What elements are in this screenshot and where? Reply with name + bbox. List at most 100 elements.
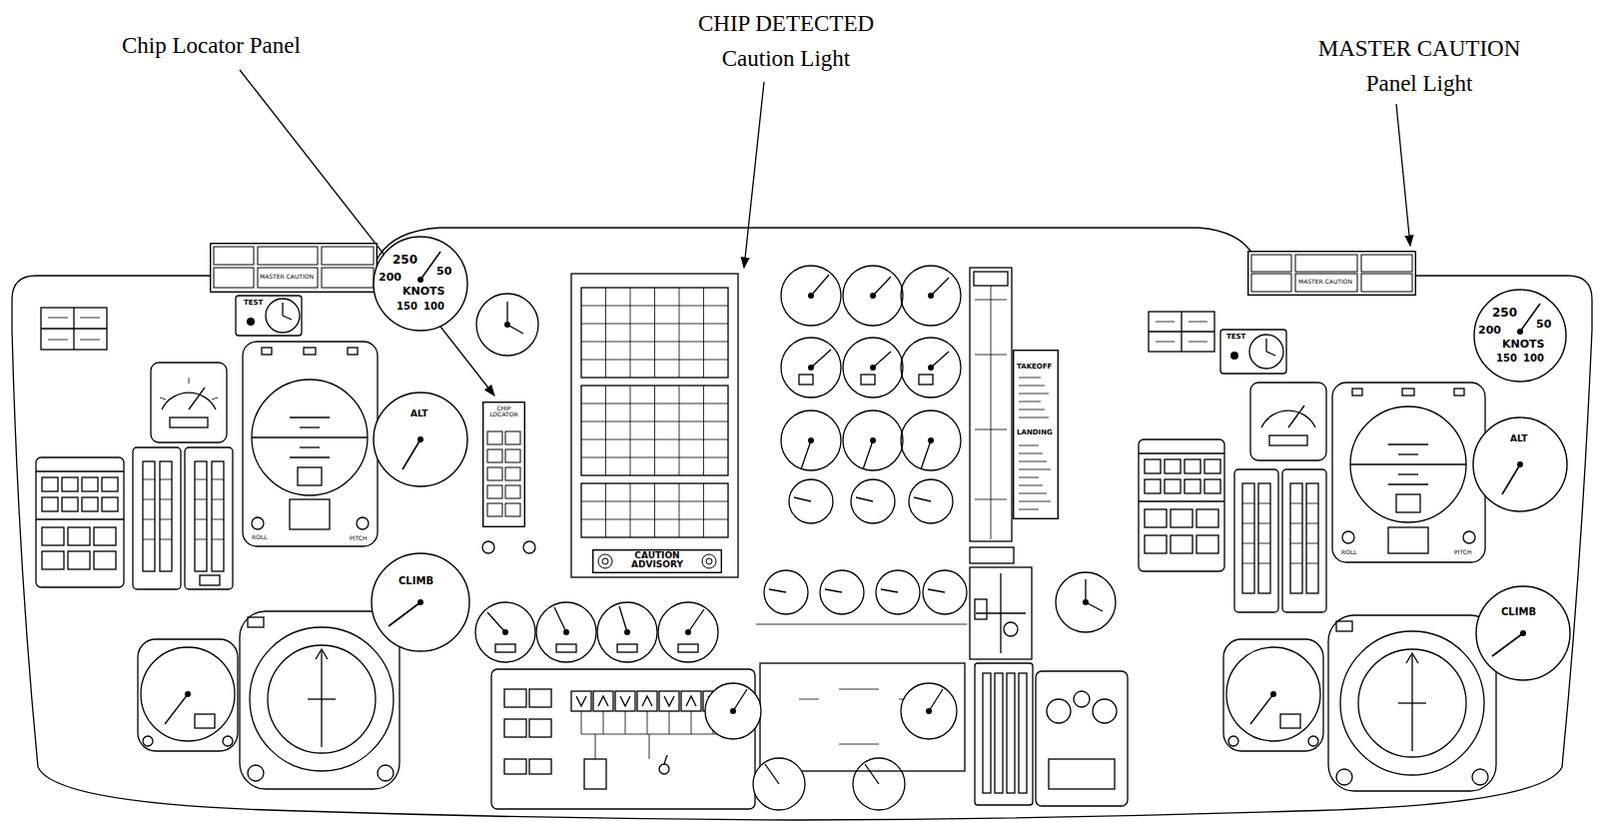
center-instruments xyxy=(824,589,842,593)
panel-detail xyxy=(487,449,503,463)
left-instruments xyxy=(164,694,188,725)
center-right-instruments xyxy=(969,567,1032,660)
node-shape xyxy=(373,236,468,331)
right-instruments xyxy=(1249,334,1284,369)
panel-detail xyxy=(1361,273,1413,292)
left-instruments xyxy=(142,479,224,540)
gauge-marking: 250 xyxy=(392,253,418,267)
vertical-speed-gauge: CLIMB xyxy=(370,552,471,653)
knob-label: PITCH xyxy=(1454,549,1472,556)
node-outline xyxy=(1475,585,1572,682)
left-instruments xyxy=(93,551,116,570)
right-instruments xyxy=(1242,483,1255,594)
center-instruments xyxy=(753,758,805,810)
center-left-instruments xyxy=(678,644,699,653)
center-left-instruments xyxy=(563,629,570,636)
left-instruments xyxy=(41,551,64,570)
center-left-instruments xyxy=(556,644,577,653)
right-instruments xyxy=(1258,483,1271,594)
center-instruments xyxy=(842,410,903,471)
panel-detail xyxy=(702,554,717,569)
node-shape xyxy=(371,553,470,652)
center-instruments xyxy=(842,265,903,326)
left-instruments xyxy=(41,527,64,546)
gauge-needle xyxy=(388,602,421,627)
center-instruments xyxy=(927,292,934,299)
left-instruments xyxy=(81,477,98,492)
right-instruments xyxy=(1220,329,1287,374)
panel-detail xyxy=(1018,445,1039,447)
vertical-speed-gauge: CLIMB xyxy=(1475,585,1572,682)
right-instruments xyxy=(1230,351,1239,360)
panel-detail xyxy=(505,449,521,463)
center-instruments xyxy=(900,410,961,471)
center-left-instruments xyxy=(475,602,536,663)
center-right-instruments xyxy=(1092,699,1117,724)
node-shape xyxy=(210,243,378,293)
right-instruments xyxy=(1204,479,1221,494)
right-instruments xyxy=(1196,509,1219,528)
center-left-instruments xyxy=(581,483,729,538)
left-instruments xyxy=(265,298,300,333)
left-instruments xyxy=(246,317,255,326)
node-outline xyxy=(1247,250,1417,296)
center-right-instruments xyxy=(974,285,1007,540)
knob-label: ROLL xyxy=(251,534,268,541)
left-instruments xyxy=(211,397,218,400)
panel-detail xyxy=(487,467,503,481)
center-left-instruments xyxy=(506,301,508,325)
left-instruments xyxy=(299,446,320,448)
center-instruments xyxy=(852,758,905,810)
left-instruments xyxy=(315,649,328,660)
gauge-marking: 250 xyxy=(1492,306,1518,320)
left-instruments xyxy=(159,461,172,572)
left-instruments xyxy=(61,497,78,512)
center-instruments xyxy=(756,624,967,626)
callout-label: Chip Locator Panel xyxy=(121,33,301,58)
left-instruments xyxy=(101,477,118,492)
gauge-hub xyxy=(1517,461,1524,468)
leader-line xyxy=(239,69,495,396)
left-instruments xyxy=(184,447,233,590)
node-shape xyxy=(373,392,468,487)
panel-detail xyxy=(1018,453,1043,455)
center-instruments xyxy=(781,337,841,398)
center-instruments xyxy=(872,276,891,296)
right-instruments xyxy=(1170,535,1193,554)
center-instruments xyxy=(918,374,933,385)
right-instruments xyxy=(1138,452,1225,454)
switch-label: TEST xyxy=(1226,333,1246,341)
left-instruments xyxy=(35,470,124,472)
left-instruments xyxy=(150,362,227,443)
center-instruments xyxy=(900,683,957,740)
node-shape xyxy=(1476,586,1571,681)
right-instruments xyxy=(1350,463,1467,465)
left-instruments xyxy=(303,347,316,355)
left-instruments xyxy=(251,517,264,530)
airspeed-gauge: 25050200KNOTS150100 xyxy=(1473,288,1568,383)
left-instruments xyxy=(242,341,378,547)
panel-detail xyxy=(321,246,374,265)
center-instruments xyxy=(705,683,762,740)
panel-detail xyxy=(505,485,521,499)
left-instruments xyxy=(307,698,336,700)
right-instruments xyxy=(1388,527,1429,554)
center-instruments xyxy=(930,277,949,296)
center-instruments xyxy=(862,440,873,470)
center-left-instruments xyxy=(593,691,614,712)
switch-label: TEST xyxy=(243,299,263,307)
center-instruments xyxy=(913,497,931,502)
left-instruments xyxy=(79,317,100,319)
left-instruments xyxy=(40,327,107,329)
left-instruments xyxy=(40,307,107,350)
right-instruments xyxy=(1196,535,1219,554)
panel-detail xyxy=(1018,417,1049,419)
panel-detail xyxy=(1018,385,1045,387)
left-instruments xyxy=(35,457,124,588)
knob-label: ROLL xyxy=(1341,549,1358,556)
left-instruments xyxy=(67,527,90,546)
left-instruments xyxy=(239,611,400,790)
left-instruments xyxy=(251,379,368,496)
left-instruments xyxy=(247,617,264,628)
